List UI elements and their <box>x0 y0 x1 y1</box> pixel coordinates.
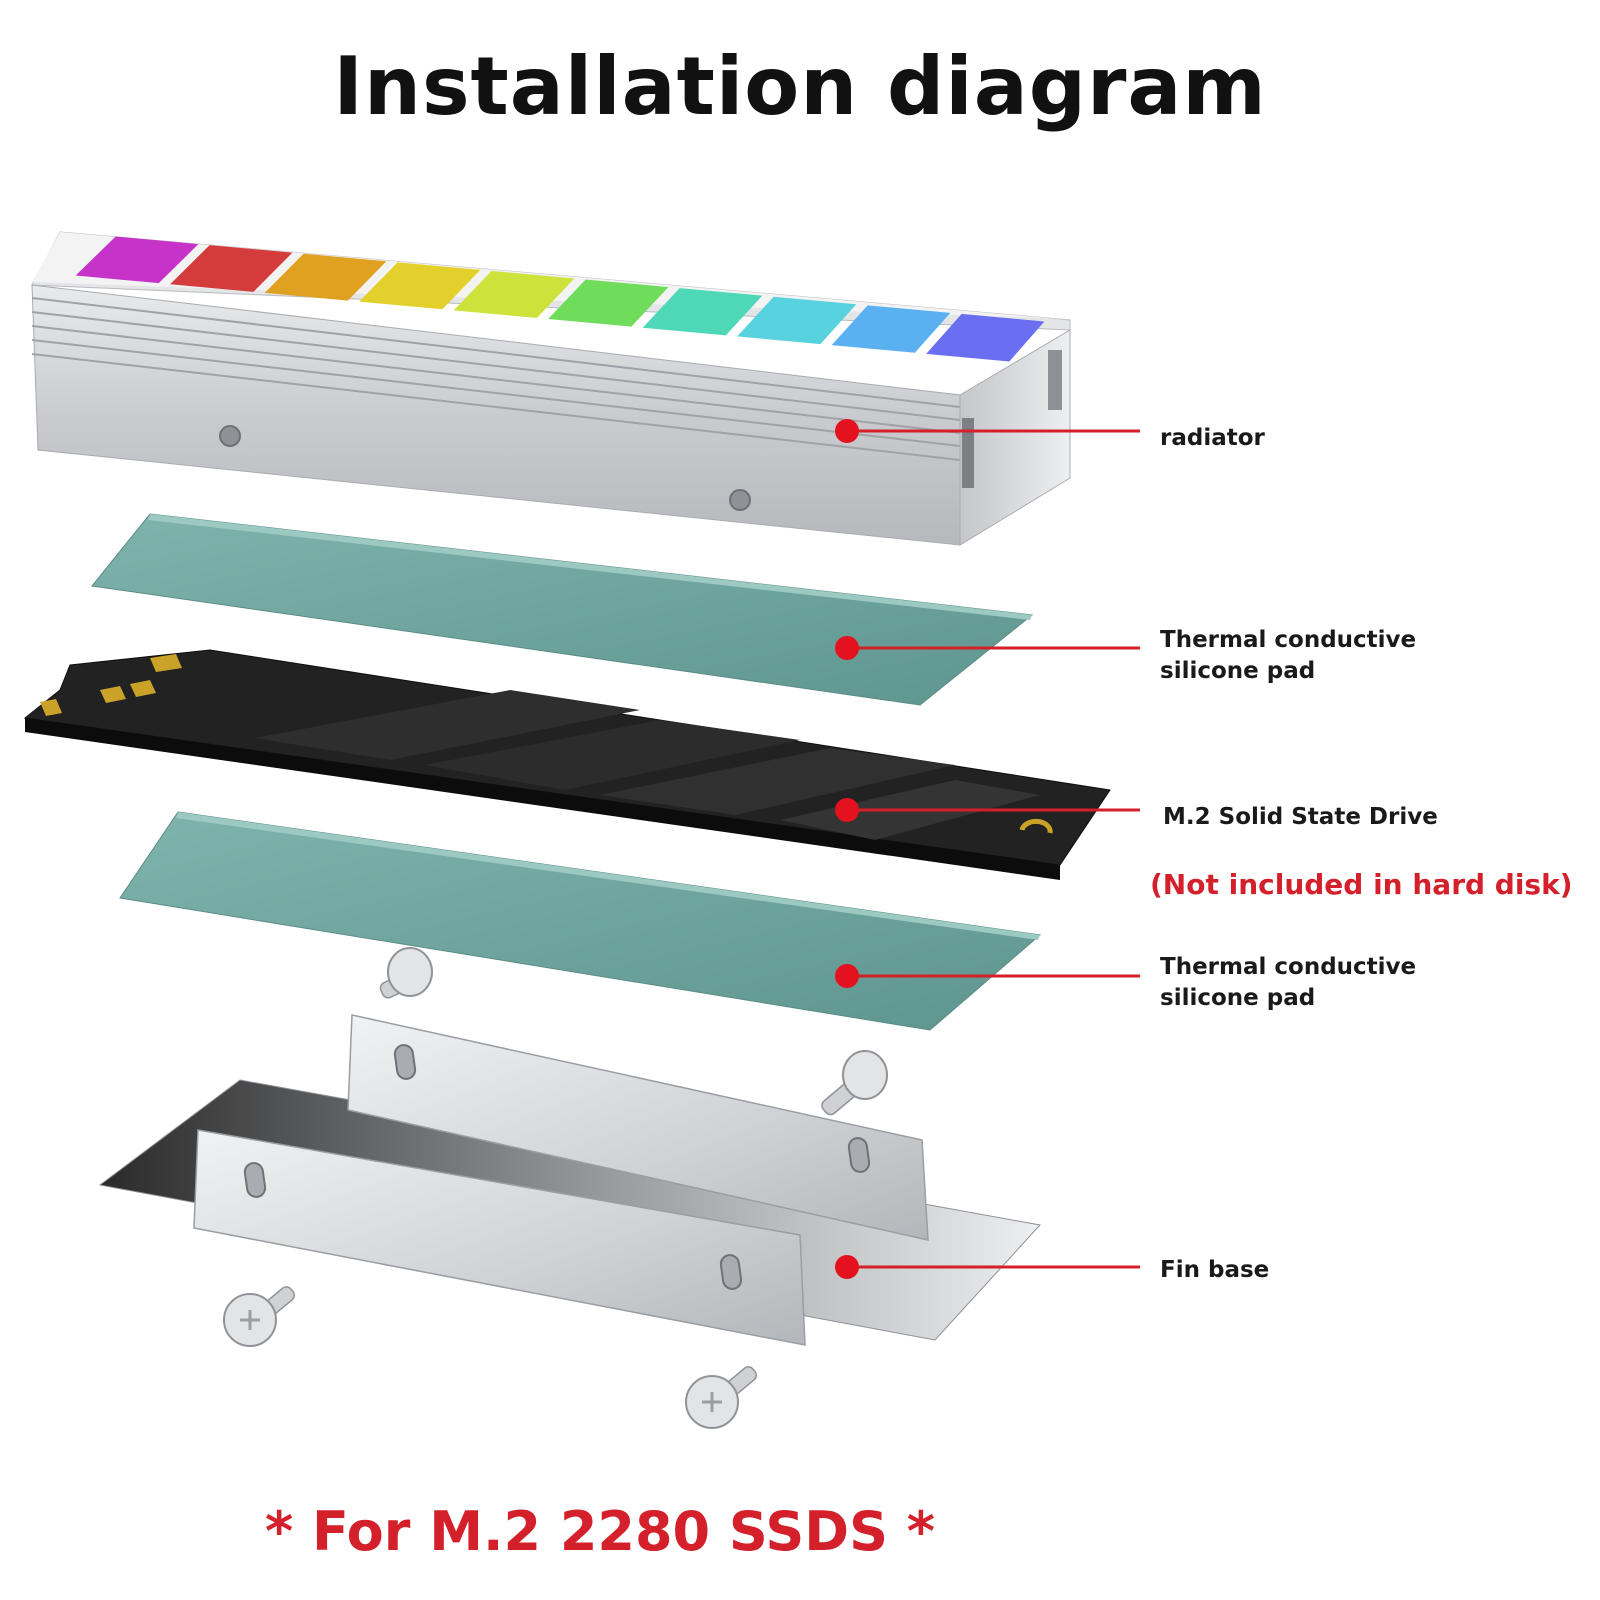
label-ssd-note: (Not included in hard disk) <box>1150 868 1573 901</box>
screw-4 <box>685 1366 757 1429</box>
callout-pad-top <box>835 636 1140 660</box>
rgb-segment-3 <box>264 253 387 301</box>
radiator-heatsink <box>31 231 1071 546</box>
screw-1 <box>379 947 433 999</box>
callout-radiator <box>835 419 1140 443</box>
label-ssd: M.2 Solid State Drive <box>1163 804 1438 830</box>
label-fin-base: Fin base <box>1160 1257 1270 1283</box>
screw-3 <box>223 1286 295 1347</box>
label-pad-top: Thermal conductive silicone pad <box>1160 625 1416 687</box>
label-pad-bottom: Thermal conductive silicone pad <box>1160 952 1416 1014</box>
rgb-segment-2 <box>170 245 293 292</box>
label-pad-bottom-line1: Thermal conductive <box>1160 954 1417 980</box>
rgb-segment-7 <box>642 288 763 336</box>
fin-base <box>98 1014 1041 1346</box>
footer-compatibility-note: * For M.2 2280 SSDS * <box>264 1500 936 1563</box>
radiator-fins <box>31 297 961 461</box>
rgb-segment-6 <box>548 279 669 327</box>
callout-pad-bottom <box>835 964 1140 988</box>
rgb-segment-10 <box>926 313 1045 362</box>
rgb-segment-8 <box>737 296 857 345</box>
label-radiator: radiator <box>1160 425 1265 451</box>
page-title: Installation diagram <box>333 40 1267 133</box>
label-pad-bottom-line2: silicone pad <box>1160 985 1316 1011</box>
radiator-screw-hole-left <box>219 425 241 447</box>
radiator-screw-hole-right <box>729 489 751 511</box>
rgb-segment-9 <box>831 305 951 353</box>
thermal-pad-bottom <box>119 811 1042 1031</box>
label-pad-top-line2: silicone pad <box>1160 658 1316 684</box>
rgb-segment-1 <box>75 236 199 284</box>
screw-2 <box>821 1050 888 1116</box>
thermal-pad-top <box>91 513 1034 706</box>
label-pad-top-line1: Thermal conductive <box>1160 627 1417 653</box>
rgb-segment-5 <box>453 270 575 318</box>
gold-contacts <box>40 654 182 716</box>
callout-fin-base <box>835 1255 1140 1279</box>
callout-ssd <box>835 798 1140 822</box>
rgb-light-strip <box>75 236 1045 362</box>
rgb-segment-4 <box>359 262 481 310</box>
